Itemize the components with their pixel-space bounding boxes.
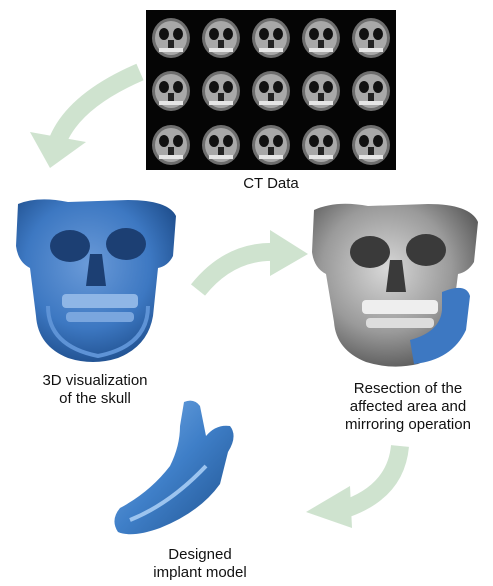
ct-slice-image xyxy=(349,67,393,113)
ct-slice-image xyxy=(149,14,193,60)
ct-slice-image xyxy=(299,121,343,167)
ct-data-label: CT Data xyxy=(146,175,396,193)
skull-3d-visualization-image xyxy=(8,196,183,366)
ct-slice-image xyxy=(299,67,343,113)
ct-slice-image xyxy=(249,14,293,60)
ct-slice-image xyxy=(199,14,243,60)
arrow-visualization-to-resection xyxy=(190,222,310,302)
arrow-resection-to-implant xyxy=(300,440,420,530)
ct-slice-image xyxy=(299,14,343,60)
ct-slice-image xyxy=(199,121,243,167)
ct-slice-image xyxy=(349,121,393,167)
ct-slice-image xyxy=(249,121,293,167)
resection-label: Resection of the affected area and mirro… xyxy=(328,380,488,434)
implant-model-image xyxy=(110,396,300,546)
ct-slice-image xyxy=(349,14,393,60)
implant-label: Designed implant model xyxy=(120,546,280,582)
skull-resection-mirroring-image xyxy=(302,200,487,370)
ct-slice-image xyxy=(149,121,193,167)
ct-slice-image xyxy=(199,67,243,113)
arrow-ct-to-visualization xyxy=(20,60,150,170)
ct-slice-image xyxy=(149,67,193,113)
ct-data-grid xyxy=(146,10,396,170)
ct-slice-image xyxy=(249,67,293,113)
